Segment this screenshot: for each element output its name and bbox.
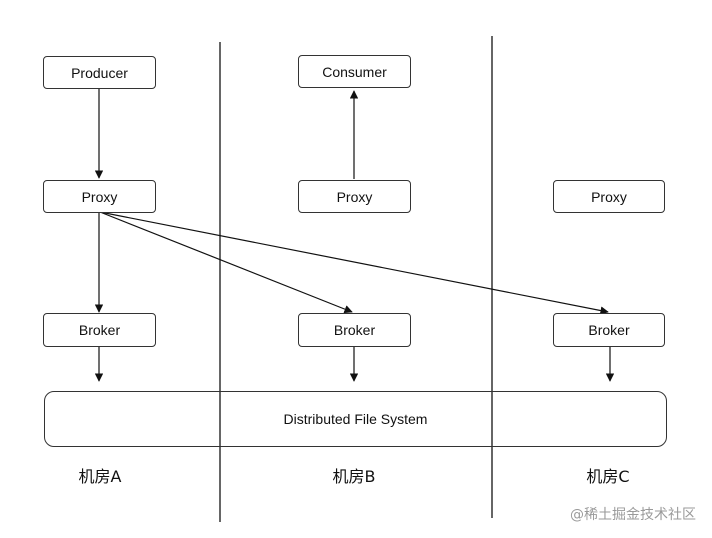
distributed-file-system-node: Distributed File System xyxy=(44,391,667,447)
producer-node: Producer xyxy=(43,56,156,89)
consumer-node: Consumer xyxy=(298,55,411,88)
broker-node-a: Broker xyxy=(43,313,156,347)
arrow-proxy-to-broker-b xyxy=(99,211,353,314)
proxy-node-c: Proxy xyxy=(553,180,665,213)
broker-node-c: Broker xyxy=(553,313,665,347)
broker-node-b: Broker xyxy=(298,313,411,347)
arrow-proxy-to-broker-c xyxy=(99,211,609,315)
room-label-c: 机房C xyxy=(586,467,630,486)
proxy-node-b: Proxy xyxy=(298,180,411,213)
watermark-text: @稀土掘金技术社区 xyxy=(570,507,696,523)
room-label-b: 机房B xyxy=(332,467,376,486)
proxy-node-a: Proxy xyxy=(43,180,156,213)
room-label-a: 机房A xyxy=(78,467,122,486)
